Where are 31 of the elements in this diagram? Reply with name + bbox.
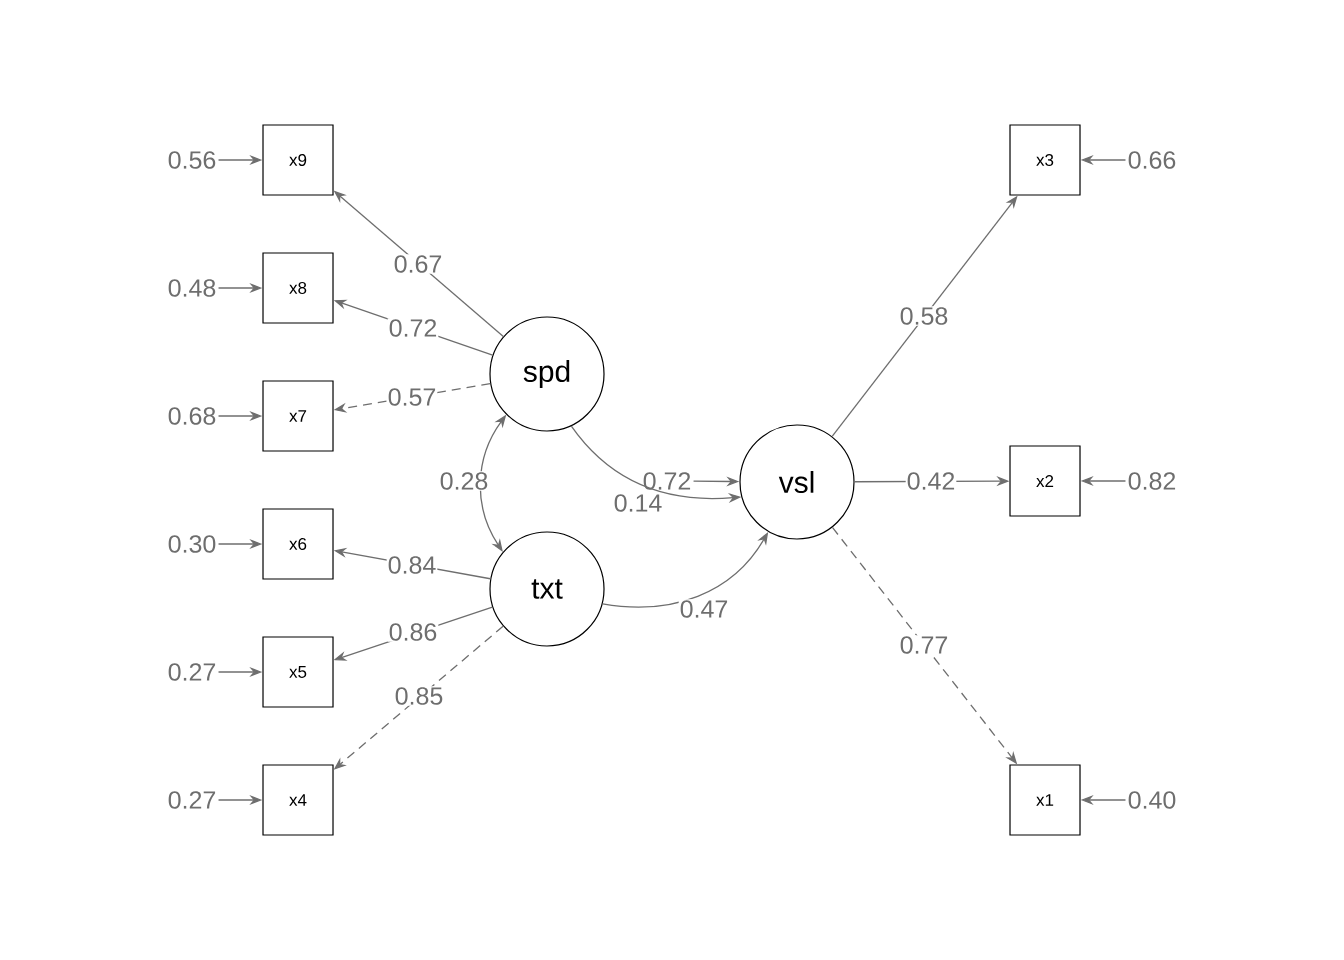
observed-variable-box: x1 <box>1009 764 1081 836</box>
edge-label: 0.85 <box>393 686 445 706</box>
observed-variable-box: x4 <box>262 764 334 836</box>
residual-value: 0.82 <box>1128 472 1176 490</box>
edge-label: 0.47 <box>678 599 730 619</box>
edge-label: 0.77 <box>898 635 950 655</box>
observed-variable-box: x3 <box>1009 124 1081 196</box>
edge-label: 0.57 <box>386 387 438 407</box>
edge-label: 0.58 <box>898 306 950 326</box>
edge-label: 0.28 <box>438 471 490 491</box>
observed-variable-box: x8 <box>262 252 334 324</box>
residual-value: 0.66 <box>1128 151 1176 169</box>
observed-variable-box: x9 <box>262 124 334 196</box>
observed-variable-box: x5 <box>262 636 334 708</box>
observed-variable-box: x7 <box>262 380 334 452</box>
residual-value: 0.30 <box>168 535 216 553</box>
observed-variable-box: x6 <box>262 508 334 580</box>
edge-label: 0.67 <box>392 254 444 274</box>
residual-value: 0.27 <box>168 663 216 681</box>
edge-label: 0.84 <box>386 555 438 575</box>
residual-value: 0.40 <box>1128 791 1176 809</box>
residual-value: 0.56 <box>168 151 216 169</box>
edge-label: 0.72 <box>387 318 439 338</box>
observed-variable-box: x2 <box>1009 445 1081 517</box>
edge-label: 0.42 <box>905 471 957 491</box>
residual-value: 0.72 <box>643 472 691 490</box>
residual-value: 0.27 <box>168 791 216 809</box>
edge-label: 0.14 <box>612 493 664 513</box>
residual-value: 0.68 <box>168 407 216 425</box>
edge-label: 0.86 <box>387 622 439 642</box>
residual-value: 0.48 <box>168 279 216 297</box>
